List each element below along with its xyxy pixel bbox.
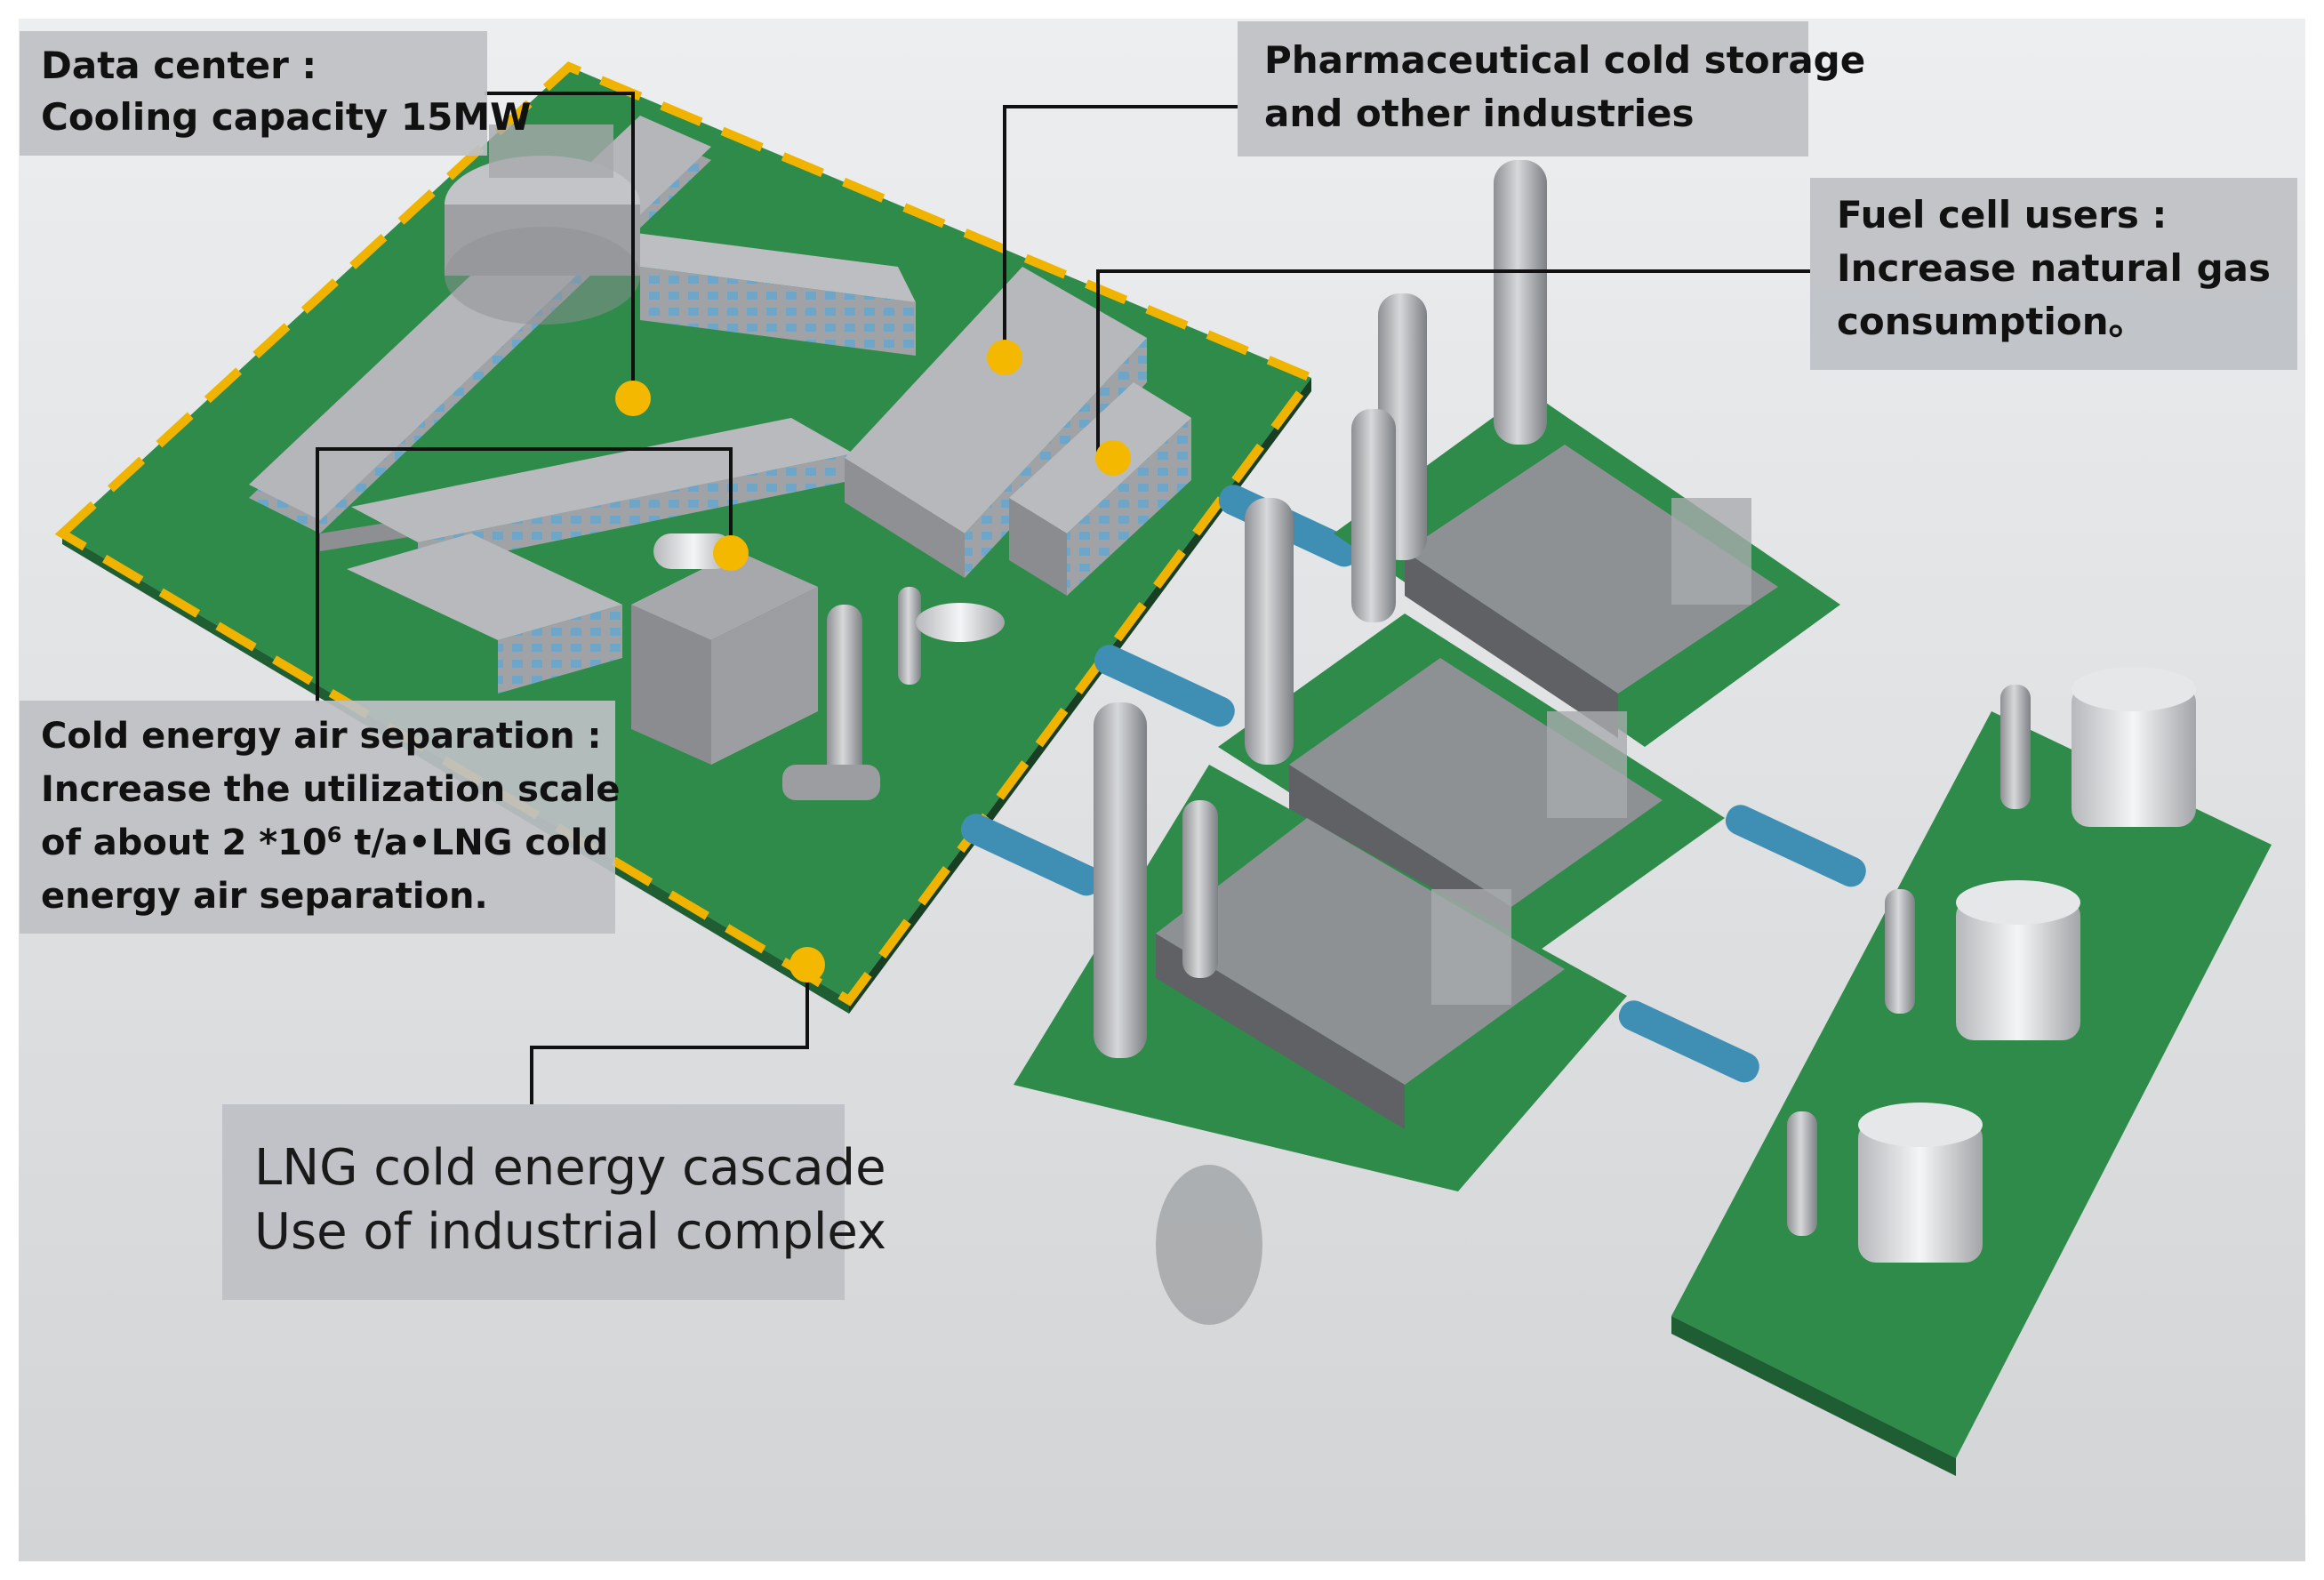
callout-pharma-line1: Pharmaceutical cold storage	[1264, 38, 1866, 82]
callout-fuel-cell-title: Fuel cell users :	[1837, 193, 2168, 237]
marker-dot-pharma	[987, 340, 1022, 375]
marker-dot-data-center	[615, 381, 651, 416]
complex-platform-edge-right	[849, 378, 1311, 1014]
callout-fuel-cell-users: Fuel cell users : Increase natural gas c…	[1810, 178, 2297, 370]
leader-line-fuel-cell	[1096, 269, 1810, 458]
marker-dot-fuel-cell	[1095, 440, 1131, 476]
callout-fuel-cell-word: Increase	[1837, 246, 2016, 290]
process-unit-1	[1334, 160, 1840, 747]
leader-line-pharma	[1003, 105, 1238, 357]
callout-air-separation-line2: Increase the utilization scale	[41, 769, 621, 810]
callout-pharma-cold-storage: Pharmaceutical cold storage and other in…	[1238, 21, 1866, 156]
callout-data-center-capacity: Cooling capacity 15MW	[41, 95, 532, 139]
process-unit-3	[1014, 702, 1627, 1325]
data-center-building	[249, 116, 916, 694]
marker-dots	[615, 340, 1131, 982]
callout-air-separation-line3-post: t/a•LNG cold	[341, 822, 608, 863]
callout-fuel-cell-line2: Increase natural gas	[1837, 242, 2271, 295]
callout-fuel-cell-word: natural	[2030, 246, 2183, 290]
callout-air-separation-line3-pre: of about 2 *10	[41, 822, 327, 863]
image-border	[17, 17, 2307, 1563]
air-separation-unit	[631, 533, 1005, 800]
leader-lines	[316, 92, 1810, 1104]
storage-tank	[1787, 1103, 1983, 1263]
storage-tank-platform	[1671, 667, 2272, 1476]
callout-cold-energy-air-separation: Cold energy air separation : Increase th…	[20, 701, 621, 934]
callout-air-separation-line4: energy air separation.	[41, 876, 488, 917]
marker-dot-lng	[789, 947, 825, 982]
leader-line-air-separation	[316, 447, 733, 702]
callout-fuel-cell-line3: consumption。	[1837, 300, 2146, 343]
callout-lng-line2: Use of industrial complex	[254, 1203, 886, 1261]
callout-air-separation-exponent: 6	[326, 822, 342, 847]
callout-air-separation-title: Cold energy air separation :	[41, 716, 602, 757]
callout-pharma-line2: and other industries	[1264, 92, 1695, 135]
leader-line-lng	[530, 965, 809, 1104]
process-unit-2	[1218, 409, 1725, 951]
storage-tank	[1885, 880, 2080, 1040]
leader-line-data-center	[485, 92, 635, 398]
callout-fuel-cell-word: gas	[2196, 246, 2271, 290]
storage-tank	[2000, 667, 2196, 827]
callout-air-separation-line3: of about 2 *106 t/a•LNG cold	[41, 816, 608, 870]
callout-lng-cold-energy-cascade: LNG cold energy cascade Use of industria…	[222, 1104, 886, 1300]
marker-dot-air-separation	[713, 535, 749, 571]
callout-data-center-title: Data center :	[41, 44, 317, 87]
callout-lng-line1: LNG cold energy cascade	[254, 1139, 886, 1197]
callout-data-center: Data center : Cooling capacity 15MW	[20, 31, 532, 156]
